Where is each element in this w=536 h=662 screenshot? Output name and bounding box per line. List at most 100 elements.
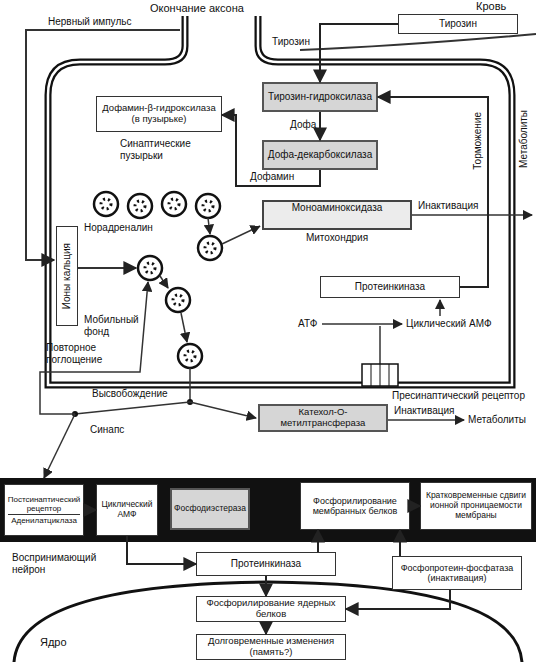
- receptor-symbol: [380, 364, 381, 386]
- vesicle: [128, 194, 152, 218]
- postsynaptic-membrane: [0, 478, 536, 542]
- vesicle: [178, 344, 202, 368]
- release-line: [75, 402, 190, 414]
- node-text: Протеинкиназа: [355, 281, 425, 293]
- enzyme-box: Дофа-декарбоксилаза: [262, 140, 378, 170]
- edge-label: Дофамин: [250, 171, 294, 183]
- effect-box: Кратковременные сдвиги ионной проницаемо…: [420, 482, 532, 530]
- enzyme-box: Катехол-О-метилтрансфераза: [258, 404, 388, 432]
- receptor-symbol: [362, 364, 398, 386]
- text-label: Кровь: [476, 0, 506, 13]
- node-text: Кратковременные сдвиги ионной проницаемо…: [424, 491, 528, 520]
- connector-arrow: [378, 97, 488, 287]
- connector-arrow: [265, 576, 267, 596]
- text-label: Циклический АМФ: [406, 318, 491, 330]
- node-text: Тирозин: [439, 18, 477, 30]
- atp-arrow: [322, 323, 402, 325]
- vesicle-content: [185, 351, 195, 361]
- node-text: Постсинаптический рецептор: [8, 495, 81, 513]
- calcium-arrow: [78, 267, 136, 269]
- node-text: Моноаминоксидаза: [262, 200, 412, 230]
- vesicle-content: [169, 199, 179, 209]
- text-label: Синаптические пузырьки: [120, 138, 220, 161]
- edge-label: Дофа: [290, 119, 316, 131]
- enzyme-box: Фосфопротеин-фосфатаза (инактивация): [392, 556, 522, 590]
- node-text: Долговременные изменения (память?): [200, 636, 342, 658]
- enzyme-box: Протеинкиназа: [320, 276, 460, 298]
- source-box: Тирозин: [398, 14, 518, 34]
- connector-arrow: [84, 509, 96, 511]
- release-line: [190, 402, 256, 418]
- text-label: Инактивация: [418, 200, 478, 212]
- vesicle: [166, 288, 190, 312]
- connector-arrow: [222, 115, 320, 186]
- mitochondrion-box: МоноаминоксидазаМитохондрия: [262, 200, 412, 248]
- vesicle: [94, 192, 118, 216]
- connector-arrow: [410, 505, 420, 507]
- messenger-box: Циклический АМФ: [96, 484, 158, 536]
- connector-arrow: [320, 24, 398, 82]
- connector-arrow: [319, 112, 321, 140]
- node-text: Митохондрия: [306, 232, 368, 244]
- ion-box: Ионы кальция: [56, 226, 78, 326]
- enzyme-box: Дофамин-β-гидроксилаза (в пузырьке): [96, 96, 222, 132]
- text-label: Воспринимающий нейрон: [12, 552, 102, 575]
- effect-box: Долговременные изменения (память?): [196, 634, 346, 660]
- text-label: Ядро: [40, 636, 67, 649]
- vessel-wall: [300, 34, 536, 50]
- node-text: Аденилатциклаза: [8, 514, 80, 525]
- vesicle-content: [173, 295, 183, 305]
- terminal-membrane: [48, 16, 512, 385]
- vesicle-content: [135, 201, 145, 211]
- vesicle-content: [145, 263, 155, 273]
- text-label: Норадреналин: [84, 222, 153, 234]
- process-box: Фосфорилирование мембранных белков: [300, 482, 410, 530]
- text-label: Нервный импульс: [48, 16, 131, 28]
- terminal-membrane: [48, 16, 512, 385]
- connector-arrow: [317, 530, 319, 552]
- metabolite-arrow: [388, 419, 464, 421]
- camp-arrow: [439, 300, 441, 316]
- vesicle: [162, 192, 186, 216]
- node-text: Фосфорилирование мембранных белков: [304, 496, 406, 517]
- node-text: Циклический АМФ: [100, 500, 154, 520]
- nucleus-outline: [14, 582, 522, 662]
- vesicle: [198, 236, 222, 260]
- process-box: Фосфорилирование ядерных белков: [196, 596, 346, 622]
- vesicle-arrow: [222, 226, 260, 244]
- node-text: Ионы кальция: [61, 243, 73, 309]
- text-label: Метаболиты: [518, 110, 530, 168]
- node-text: Тирозин-гидроксилаза: [268, 91, 372, 103]
- node-text: Дофа-декарбоксилаза: [268, 149, 372, 161]
- vesicle-content: [203, 201, 213, 211]
- receptor-symbol: [371, 364, 372, 386]
- vesicle-content: [101, 199, 111, 209]
- text-label: Метаболиты: [468, 414, 526, 426]
- receptor-line: [379, 326, 381, 364]
- receptor-symbol: [389, 364, 390, 386]
- vesicle-arrow: [208, 218, 210, 234]
- release-line: [189, 368, 191, 400]
- connector-arrow: [127, 536, 196, 564]
- connector-arrow: [399, 530, 401, 556]
- edge-label: Торможение: [472, 112, 484, 170]
- node-text: Фосфопротеин-фосфатаза (инактивация): [396, 563, 518, 584]
- node-text: Катехол-О-метилтрансфераза: [263, 407, 383, 429]
- text-label: Высвобождение: [92, 388, 168, 400]
- enzyme-box: Протеинкиназа: [196, 552, 336, 576]
- connector-arrow: [346, 590, 450, 609]
- release-line: [44, 414, 75, 478]
- metabolite-arrow: [412, 214, 532, 216]
- node-text: Фосфодиэстераза: [174, 504, 246, 514]
- vesicle: [196, 194, 220, 218]
- text-label: Повторное поглощение: [46, 342, 118, 365]
- node-text: Дофамин-β-гидроксилаза (в пузырьке): [100, 103, 218, 125]
- enzyme-box: Тирозин-гидроксилаза: [262, 82, 378, 112]
- receptor-box: Постсинаптический рецепторАденилатциклаз…: [4, 484, 84, 536]
- vesicle-arrow: [160, 276, 168, 288]
- enzyme-box: Фосфодиэстераза: [170, 488, 250, 530]
- text-label: Инактивация: [394, 405, 454, 417]
- edge-label: Тирозин: [272, 36, 310, 48]
